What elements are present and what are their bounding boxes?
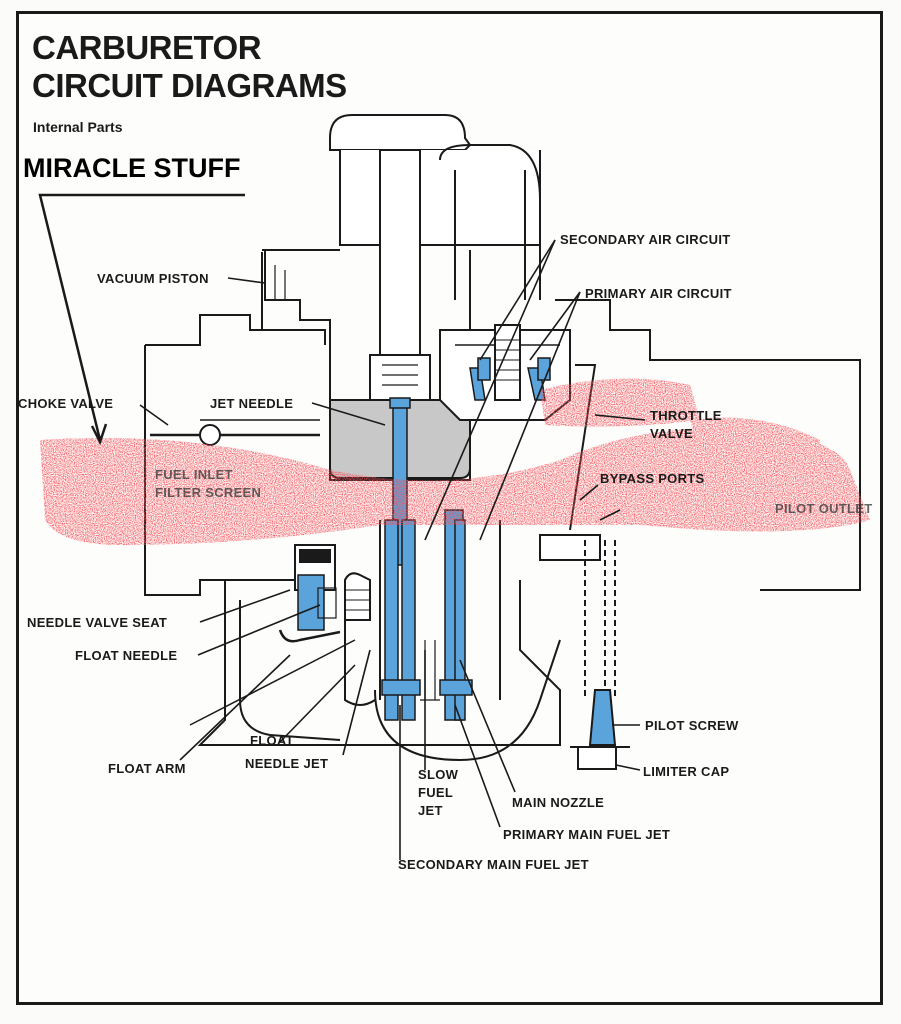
miracle-stuff-annotation: MIRACLE STUFF xyxy=(23,153,241,183)
label-fuel-inlet: FUEL INLET xyxy=(155,467,233,482)
carburetor-body xyxy=(144,114,861,770)
label-needle-jet: NEEDLE JET xyxy=(245,756,329,771)
label-slow-fuel-jet-2: FUEL xyxy=(418,785,454,800)
label-vacuum-piston: VACUUM PISTON xyxy=(97,271,209,286)
label-main-nozzle: MAIN NOZZLE xyxy=(512,795,605,810)
page-title: CARBURETOR xyxy=(32,29,262,66)
page-title-line2: CIRCUIT DIAGRAMS xyxy=(32,67,347,104)
label-float: FLOAT xyxy=(250,733,294,748)
label-slow-fuel-jet: SLOW xyxy=(418,767,459,782)
label-primary-main-fuel-jet: PRIMARY MAIN FUEL JET xyxy=(503,827,671,842)
label-bypass-ports: BYPASS PORTS xyxy=(600,471,705,486)
label-float-arm: FLOAT ARM xyxy=(108,761,186,776)
label-float-needle: FLOAT NEEDLE xyxy=(75,648,178,663)
label-throttle-valve-2: VALVE xyxy=(650,426,693,441)
leader-lines xyxy=(38,193,646,860)
label-slow-fuel-jet-3: JET xyxy=(418,803,443,818)
label-secondary-air-circuit: SECONDARY AIR CIRCUIT xyxy=(560,232,731,247)
label-fuel-inlet-2: FILTER SCREEN xyxy=(155,485,262,500)
label-limiter-cap: LIMITER CAP xyxy=(643,764,730,779)
label-needle-valve-seat: NEEDLE VALVE SEAT xyxy=(27,615,168,630)
label-pilot-outlet: PILOT OUTLET xyxy=(775,501,873,516)
label-secondary-main-fuel-jet: SECONDARY MAIN FUEL JET xyxy=(398,857,589,872)
label-primary-air-circuit: PRIMARY AIR CIRCUIT xyxy=(585,286,732,301)
label-choke-valve: CHOKE VALVE xyxy=(18,396,114,411)
label-pilot-screw: PILOT SCREW xyxy=(645,718,739,733)
red-scribble-overlay xyxy=(40,378,870,545)
label-jet-needle: JET NEEDLE xyxy=(210,396,294,411)
label-throttle-valve: THROTTLE xyxy=(650,408,722,423)
page-subtitle: Internal Parts xyxy=(33,119,123,135)
